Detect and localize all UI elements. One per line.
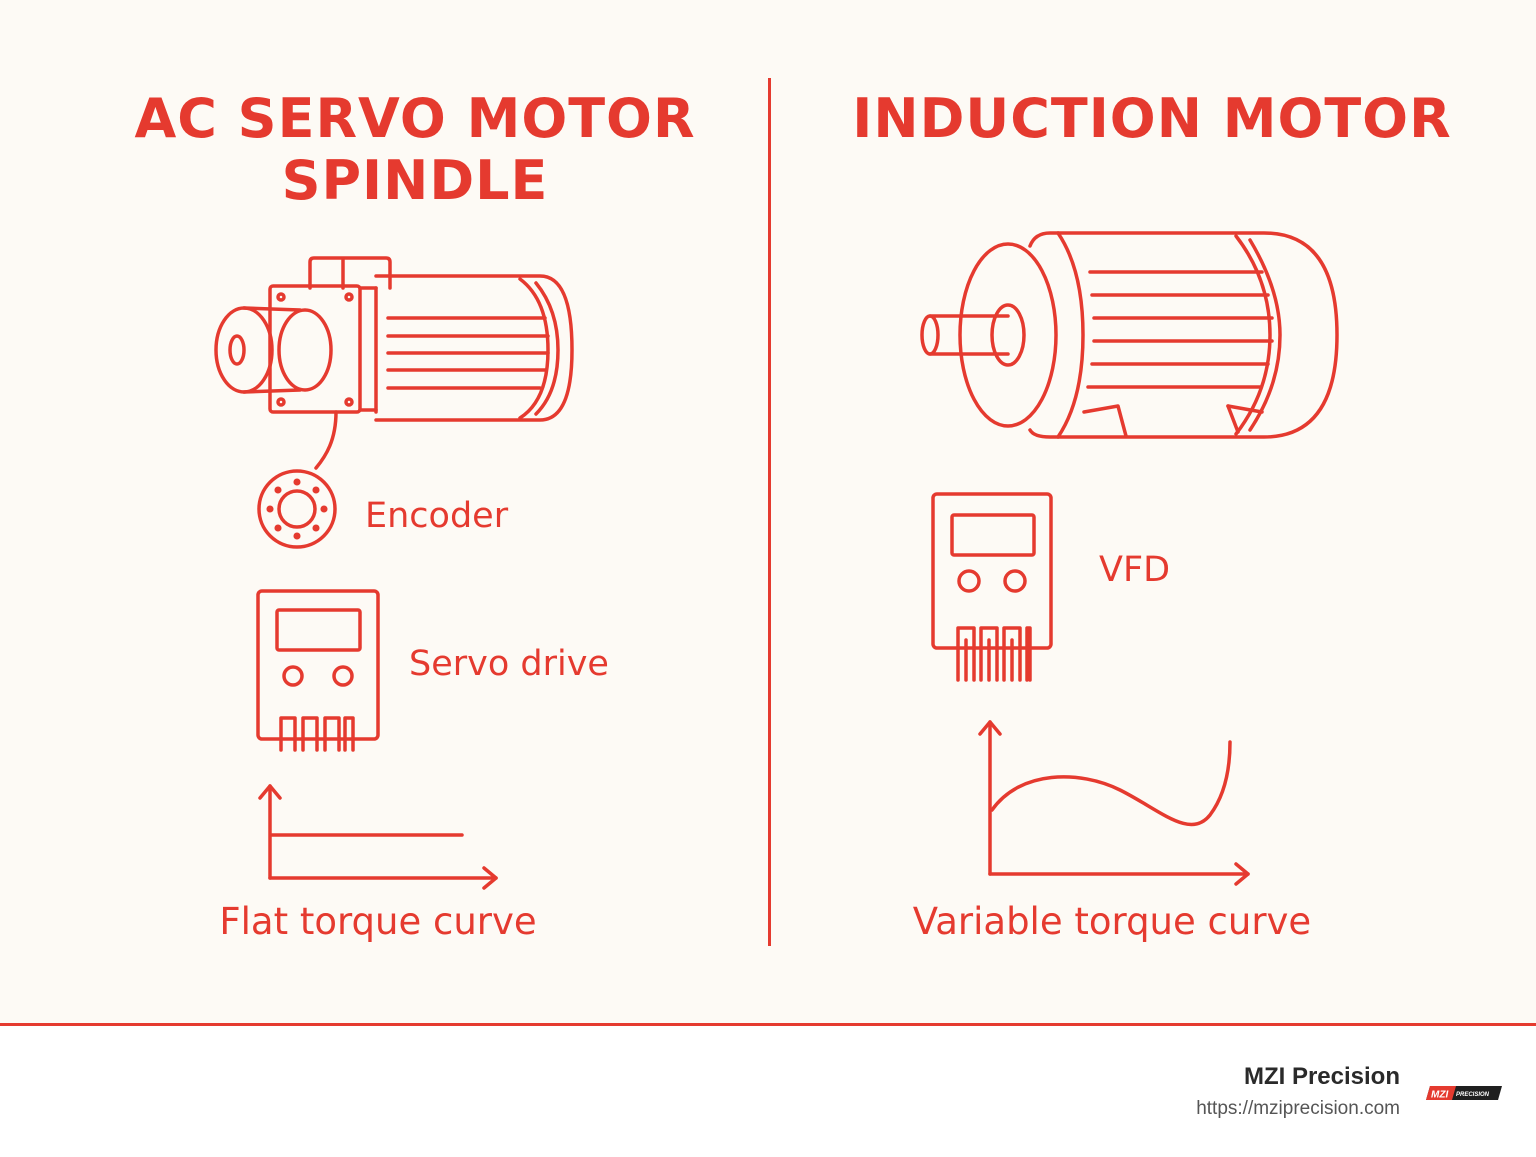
motor-illustrations: [214, 231, 1339, 890]
servo-drive-icon: [256, 589, 380, 752]
servo-title-line1: AC SERVO MOTOR: [134, 87, 696, 150]
encoder-label: Encoder: [365, 496, 509, 536]
vfd-icon: [931, 492, 1053, 682]
variable-torque-curve-icon: [978, 720, 1250, 886]
servo-drive-label: Servo drive: [409, 644, 609, 684]
servo-title: AC SERVO MOTOR SPINDLE: [115, 88, 715, 212]
svg-text:PRECISION: PRECISION: [1456, 1092, 1490, 1098]
svg-text:MZI: MZI: [1431, 1090, 1448, 1101]
induction-motor-icon: [920, 231, 1339, 439]
servo-title-line2: SPINDLE: [281, 149, 549, 212]
footer: [0, 1023, 1536, 1157]
variable-torque-caption: Variable torque curve: [912, 900, 1312, 943]
induction-title: INDUCTION MOTOR: [852, 87, 1452, 150]
mzi-logo: MZI PRECISION: [1426, 1086, 1502, 1101]
servo-motor-icon: [214, 256, 574, 470]
brand-url[interactable]: https://mziprecision.com: [1196, 1098, 1400, 1119]
encoder-icon: [257, 469, 337, 549]
brand-name: MZI Precision: [1243, 1063, 1400, 1090]
flat-torque-curve-icon: [258, 784, 498, 890]
vfd-label: VFD: [1099, 550, 1171, 590]
flat-torque-caption: Flat torque curve: [219, 900, 537, 943]
column-divider: [768, 78, 771, 946]
